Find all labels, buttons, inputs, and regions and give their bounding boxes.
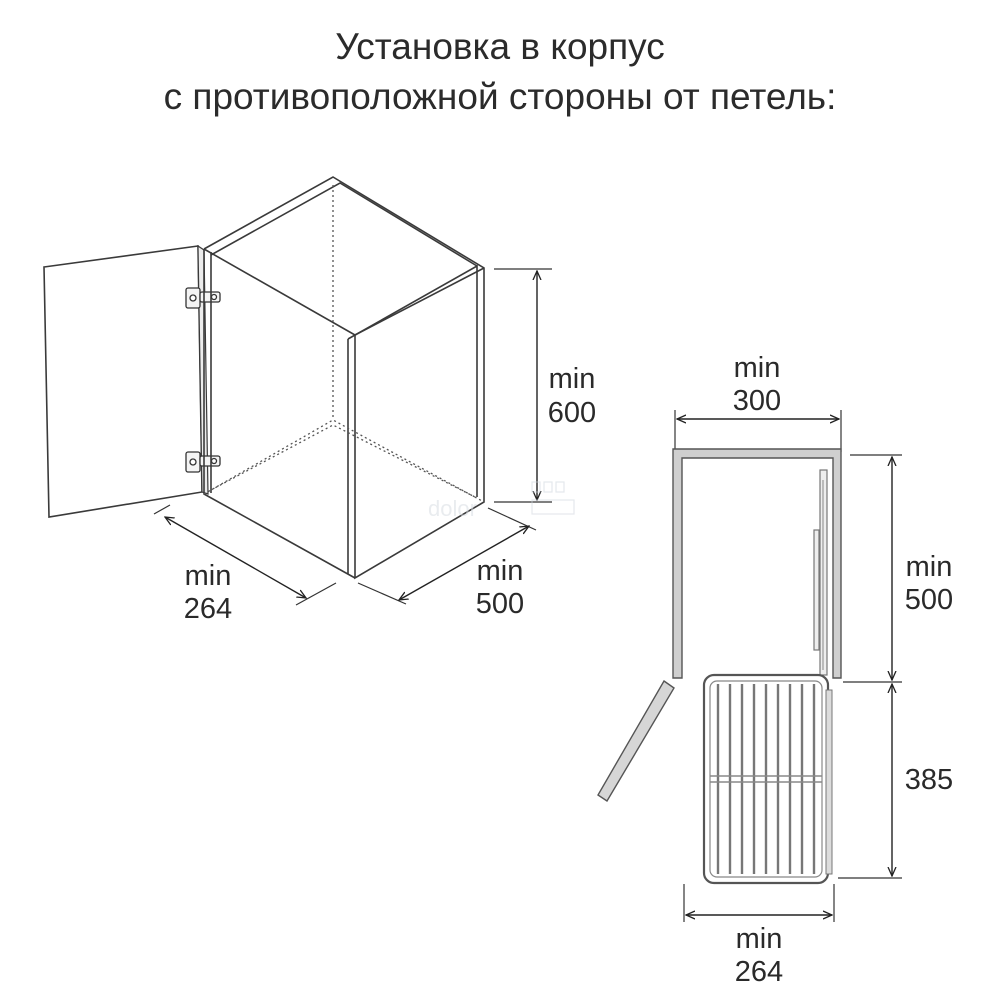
bottom-width-dimension — [683, 884, 835, 922]
height-value: 600 — [548, 397, 596, 429]
cabinet-hidden-edges — [203, 185, 485, 503]
width-value: 264 — [184, 593, 232, 625]
depth-dimension — [357, 507, 537, 605]
width-min-label: min — [185, 560, 232, 592]
width-dimension — [153, 504, 337, 606]
watermark-logo: dolor — [428, 481, 575, 521]
depth-min-label: min — [477, 555, 524, 587]
bottom-min-label: min — [736, 923, 783, 955]
watermark-text: dolor — [428, 496, 477, 521]
title-line-2: с противоположной стороны от петель: — [163, 76, 837, 117]
right-upper-value: 500 — [905, 584, 953, 616]
height-dimension — [494, 268, 552, 503]
right-upper-min-label: min — [906, 551, 953, 583]
plan-door — [597, 679, 675, 802]
cabinet-walls — [672, 448, 842, 679]
cabinet-door — [43, 245, 203, 518]
top-width-dimension — [674, 410, 842, 452]
top-value: 300 — [733, 385, 781, 417]
bottom-value: 264 — [735, 956, 783, 988]
height-min-label: min — [549, 363, 596, 395]
right-dimensions — [838, 454, 902, 879]
plan-view: min 300 — [597, 352, 953, 988]
title-line-1: Установка в корпус — [335, 26, 665, 67]
hinge-lower-icon — [185, 451, 221, 473]
basket-rail — [813, 469, 828, 676]
door-edge — [197, 244, 209, 495]
depth-value: 500 — [476, 588, 524, 620]
top-min-label: min — [734, 352, 781, 384]
right-lower-value: 385 — [905, 764, 953, 796]
page-title: Установка в корпус с противоположной сто… — [0, 22, 1000, 122]
hinge-upper-icon — [185, 287, 221, 309]
basket-wires — [716, 684, 816, 874]
isometric-cabinet: min 600 min 264 min 500 dolor — [43, 176, 596, 625]
pull-out-basket — [702, 673, 833, 885]
